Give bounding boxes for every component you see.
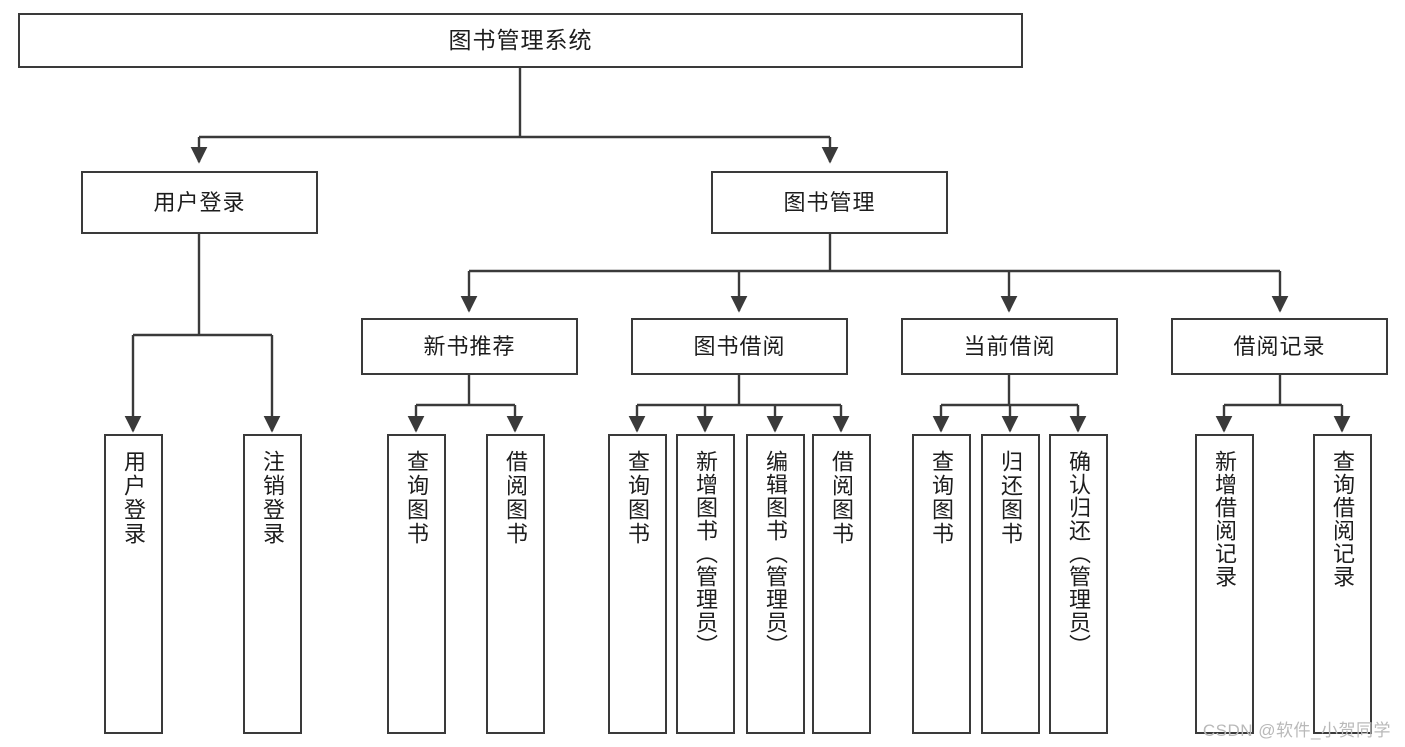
node-label: 图书借阅 bbox=[693, 333, 786, 359]
node-label: 当前借阅 bbox=[963, 333, 1056, 359]
node-user-login[interactable]: 用户登录 bbox=[81, 171, 318, 234]
node-label: 归还图书 bbox=[998, 450, 1024, 546]
node-label: 查询图书 bbox=[929, 450, 955, 546]
node-label: 查询图书 bbox=[625, 450, 651, 546]
node-root-system[interactable]: 图书管理系统 bbox=[18, 13, 1023, 68]
node-label: 用户登录 bbox=[153, 189, 246, 215]
node-label: 图书管理 bbox=[783, 189, 876, 215]
leaf-borrow-borrow-book[interactable]: 借阅图书 bbox=[812, 434, 871, 734]
leaf-record-add-record[interactable]: 新增借阅记录 bbox=[1195, 434, 1254, 734]
node-label: 新增图书（管理员） bbox=[693, 450, 719, 657]
watermark: CSDN @软件_小贺同学 bbox=[1202, 721, 1391, 740]
node-label: 编辑图书（管理员） bbox=[763, 450, 789, 657]
node-label: 查询图书 bbox=[404, 450, 430, 546]
node-label: 查询借阅记录 bbox=[1330, 450, 1356, 588]
node-book-management[interactable]: 图书管理 bbox=[711, 171, 948, 234]
leaf-borrow-add-book[interactable]: 新增图书（管理员） bbox=[676, 434, 735, 734]
leaf-borrow-edit-book[interactable]: 编辑图书（管理员） bbox=[746, 434, 805, 734]
node-current-borrow[interactable]: 当前借阅 bbox=[901, 318, 1118, 375]
node-label: 借阅图书 bbox=[503, 450, 529, 546]
node-book-borrow[interactable]: 图书借阅 bbox=[631, 318, 848, 375]
node-label: 借阅图书 bbox=[829, 450, 855, 546]
leaf-borrow-query-book[interactable]: 查询图书 bbox=[608, 434, 667, 734]
node-label: 新书推荐 bbox=[423, 333, 516, 359]
leaf-current-query-book[interactable]: 查询图书 bbox=[912, 434, 971, 734]
node-label: 用户登录 bbox=[121, 450, 147, 546]
node-label: 确认归还（管理员） bbox=[1066, 450, 1092, 657]
leaf-record-query-record[interactable]: 查询借阅记录 bbox=[1313, 434, 1372, 734]
node-new-book-recommend[interactable]: 新书推荐 bbox=[361, 318, 578, 375]
node-borrow-record[interactable]: 借阅记录 bbox=[1171, 318, 1388, 375]
node-label: 注销登录 bbox=[260, 450, 286, 546]
leaf-current-return-book[interactable]: 归还图书 bbox=[981, 434, 1040, 734]
leaf-recommend-borrow-book[interactable]: 借阅图书 bbox=[486, 434, 545, 734]
leaf-recommend-query-book[interactable]: 查询图书 bbox=[387, 434, 446, 734]
node-label: 借阅记录 bbox=[1233, 333, 1326, 359]
node-label: 图书管理系统 bbox=[448, 26, 593, 53]
node-label: 新增借阅记录 bbox=[1212, 450, 1238, 588]
leaf-user-login-signin[interactable]: 用户登录 bbox=[104, 434, 163, 734]
leaf-current-confirm-return[interactable]: 确认归还（管理员） bbox=[1049, 434, 1108, 734]
leaf-user-login-signout[interactable]: 注销登录 bbox=[243, 434, 302, 734]
